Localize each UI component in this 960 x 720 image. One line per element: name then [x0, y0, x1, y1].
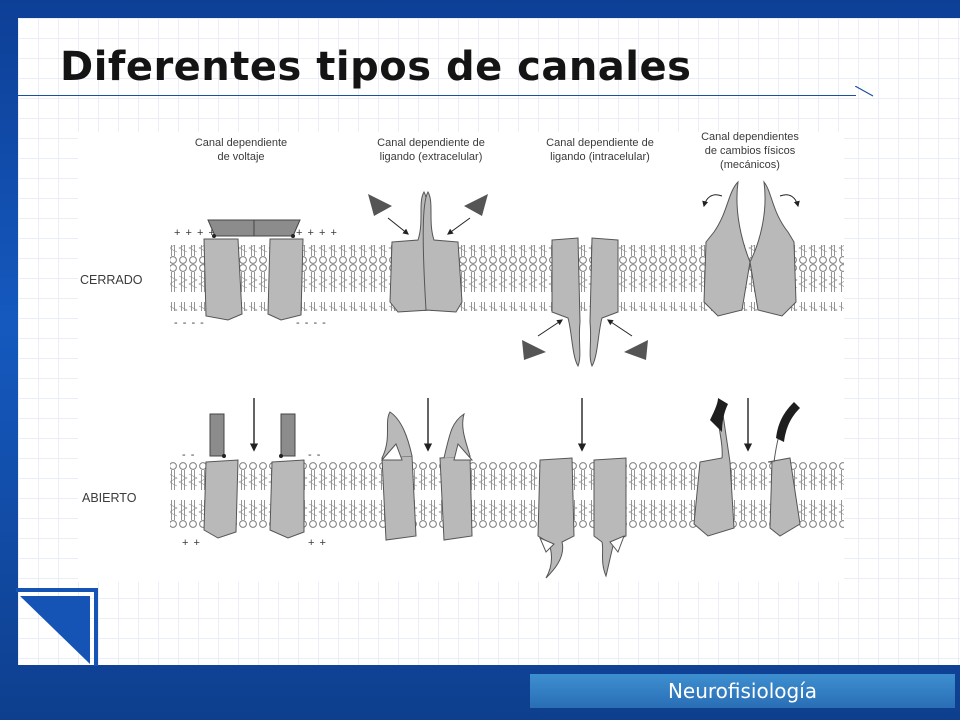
svg-text:de cambios físicos: de cambios físicos [705, 145, 796, 157]
svg-text:ligando (intracelular): ligando (intracelular) [550, 151, 650, 163]
svg-text:Canal dependiente de: Canal dependiente de [377, 137, 485, 149]
column-label-intracellular-ligand: Canal dependiente de ligando (intracelul… [546, 137, 654, 163]
extracellular-ligand-channel-closed [368, 191, 488, 313]
svg-text:de voltaje: de voltaje [217, 151, 264, 163]
charge-closed-top-right: + + + + [296, 227, 338, 239]
ion-channel-diagram: Canal dependiente de voltaje Canal depen… [78, 132, 844, 582]
charge-open-top-right: - - [308, 449, 321, 461]
svg-text:Canal dependiente: Canal dependiente [195, 137, 287, 149]
svg-text:(mecánicos): (mecánicos) [720, 159, 780, 171]
corner-accent [16, 588, 98, 666]
extracellular-ligand-channel-open [380, 411, 474, 541]
title-underline [18, 95, 856, 96]
charge-closed-top-left: + + + + [174, 227, 216, 239]
column-label-voltage: Canal dependiente de voltaje [195, 137, 287, 163]
mechanical-channel-closed [702, 180, 800, 317]
intracellular-ligand-channel-open [537, 457, 627, 579]
svg-text:Canal dependiente de: Canal dependiente de [546, 137, 654, 149]
row-label-closed: CERRADO [80, 273, 143, 287]
charge-closed-bottom-right: - - - - [296, 317, 327, 329]
charge-open-top-left: - - [182, 449, 195, 461]
intracellular-ligand-channel-closed [522, 237, 648, 368]
ligand-triangle-right [464, 194, 488, 216]
svg-text:ligando (extracelular): ligando (extracelular) [380, 151, 483, 163]
slide-title: Diferentes tipos de canales [60, 44, 692, 90]
charge-open-bottom-right: + + [308, 537, 327, 549]
voltage-channel-closed [203, 219, 304, 321]
ligand-triangle-left [368, 194, 392, 216]
column-label-extracellular-ligand: Canal dependiente de ligando (extracelul… [377, 137, 485, 163]
mechanical-channel-open [693, 398, 801, 537]
column-label-mechanical: Canal dependientes de cambios físicos (m… [701, 132, 799, 171]
title-underline-tip [855, 86, 874, 97]
svg-text:Canal dependientes: Canal dependientes [701, 132, 799, 143]
row-label-open: ABIERTO [82, 491, 137, 505]
charge-open-bottom-left: + + [182, 537, 201, 549]
voltage-channel-open [203, 413, 305, 539]
charge-closed-bottom-left: - - - - [174, 317, 205, 329]
ligand-triangle-right-intra [624, 340, 648, 360]
ligand-triangle-left-intra [522, 340, 546, 360]
footer-course-badge: Neurofisiología [530, 674, 955, 708]
